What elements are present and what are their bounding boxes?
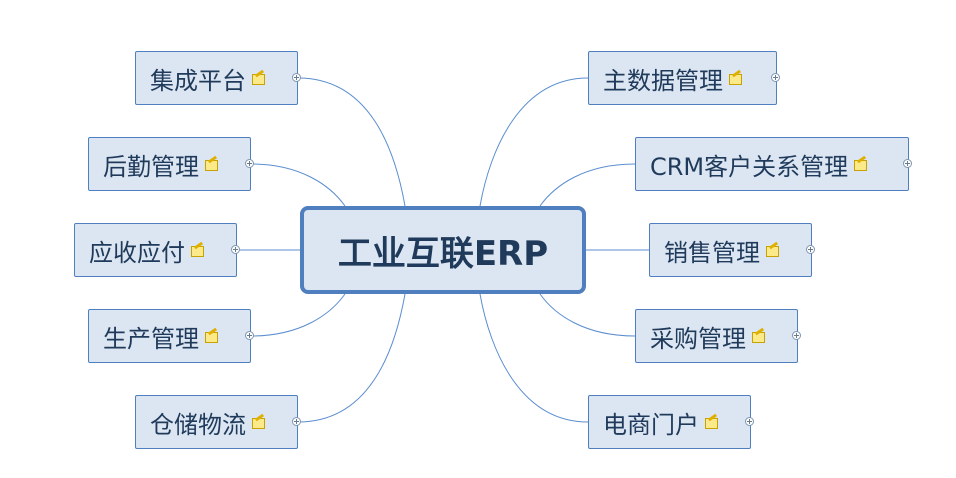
- expand-icon[interactable]: [771, 73, 780, 82]
- note-icon[interactable]: [252, 415, 266, 429]
- topic-yingshou-yingfu[interactable]: 应收应付: [74, 223, 240, 277]
- topic-label: 集成平台: [150, 66, 246, 95]
- central-topic[interactable]: 工业互联ERP: [300, 206, 586, 294]
- topic-label: 后勤管理: [103, 152, 199, 181]
- topic-cangchu-wuliu[interactable]: 仓储物流: [135, 395, 301, 449]
- topic-jicheng-pingtai[interactable]: 集成平台: [135, 51, 301, 105]
- connector-zhushuju: [479, 77, 589, 207]
- connector-jicheng: [297, 77, 406, 207]
- expand-icon[interactable]: [292, 73, 301, 82]
- note-icon[interactable]: [252, 71, 266, 85]
- topic-xiaoshou-guanli[interactable]: 销售管理: [649, 223, 815, 277]
- expand-icon[interactable]: [245, 159, 254, 168]
- topic-label: 应收应付: [89, 238, 185, 267]
- expand-icon[interactable]: [245, 331, 254, 340]
- topic-label: 仓储物流: [150, 410, 246, 439]
- topic-label: 电商门户: [603, 410, 699, 439]
- note-icon[interactable]: [752, 329, 766, 343]
- connector-houqin: [250, 163, 346, 207]
- note-icon[interactable]: [205, 329, 219, 343]
- connector-caigou: [539, 293, 636, 337]
- topic-label: 销售管理: [664, 238, 760, 267]
- topic-zhushuju-guanli[interactable]: 主数据管理: [588, 51, 780, 105]
- topic-label: 主数据管理: [603, 66, 723, 95]
- expand-icon[interactable]: [745, 417, 754, 426]
- connector-dianshang: [479, 293, 589, 423]
- topic-caigou-guanli[interactable]: 采购管理: [635, 309, 801, 363]
- expand-icon[interactable]: [792, 331, 801, 340]
- expand-icon[interactable]: [231, 245, 240, 254]
- note-icon[interactable]: [191, 243, 205, 257]
- connector-cangchu: [297, 293, 406, 423]
- note-icon[interactable]: [705, 415, 719, 429]
- note-icon[interactable]: [729, 71, 743, 85]
- topic-label: 采购管理: [650, 324, 746, 353]
- note-icon[interactable]: [205, 157, 219, 171]
- connector-crm: [539, 163, 636, 207]
- expand-icon[interactable]: [806, 245, 815, 254]
- expand-icon[interactable]: [903, 159, 912, 168]
- note-icon[interactable]: [766, 243, 780, 257]
- connector-shengchan: [250, 293, 346, 337]
- topic-crm-kehu-guanxi[interactable]: CRM客户关系管理: [635, 137, 912, 191]
- topic-shengchan-guanli[interactable]: 生产管理: [88, 309, 254, 363]
- topic-label: CRM客户关系管理: [650, 152, 849, 181]
- central-topic-title: 工业互联ERP: [337, 233, 549, 274]
- topic-houqin-guanli[interactable]: 后勤管理: [88, 137, 254, 191]
- expand-icon[interactable]: [292, 417, 301, 426]
- topic-label: 生产管理: [103, 324, 199, 353]
- note-icon[interactable]: [854, 157, 868, 171]
- topic-dianshang-menhu[interactable]: 电商门户: [588, 395, 754, 449]
